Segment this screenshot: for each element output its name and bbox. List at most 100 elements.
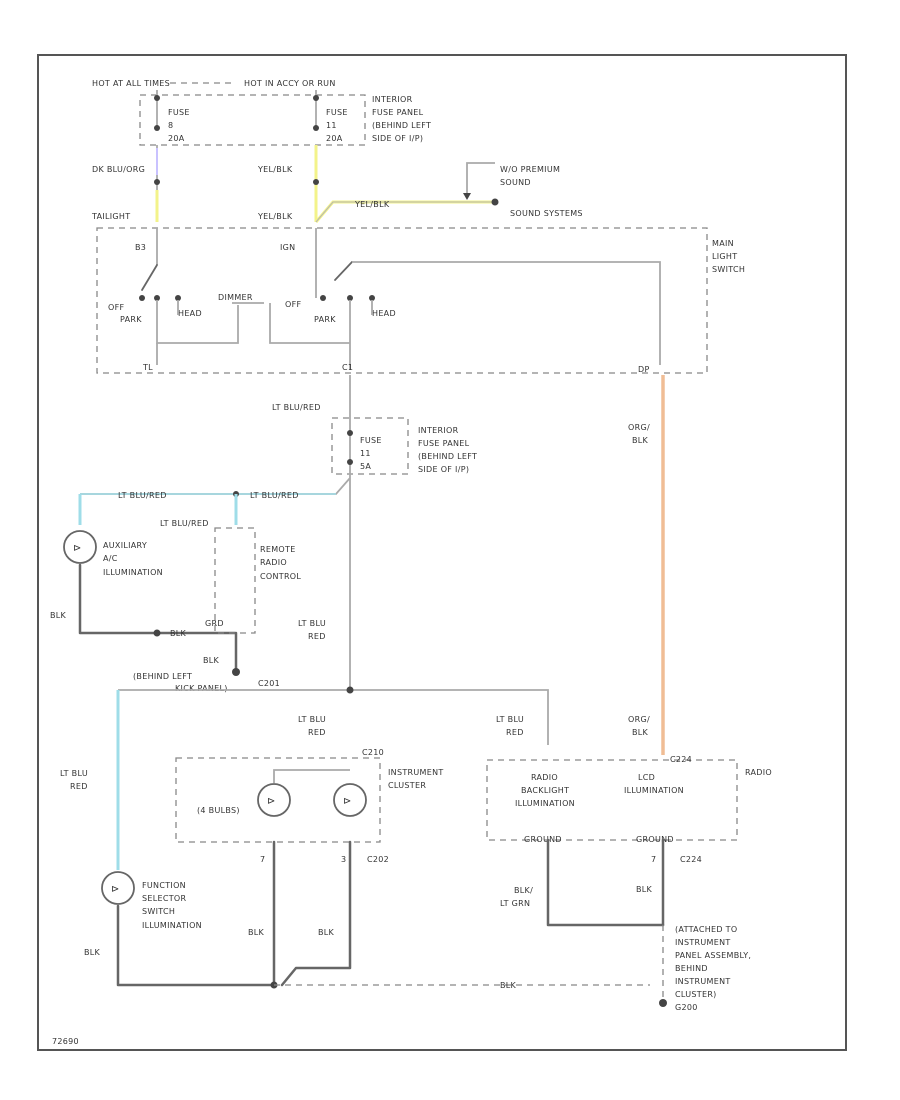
pin-c-label: C1 [342,363,353,372]
fuse-panel-location-1: INTERIOR [372,95,413,104]
cluster-ground-2 [280,840,352,987]
premium-sound-label-1: W/O PREMIUM [500,165,560,174]
blk-lt-grn-label-2: LT GRN [500,899,530,908]
ground-note-7: G200 [675,1003,698,1012]
fuse-8-rating: 20A [168,134,185,143]
blk-label-3: BLK [203,656,220,665]
lt-blu-label-v4: LT BLU [496,715,524,724]
c202-label: C202 [367,855,389,864]
fuse-panel-location-3: (BEHIND LEFT [372,121,431,130]
blk-label-2: BLK [170,629,187,638]
blk-label-4: BLK [248,928,265,937]
org-blk-label-2b: BLK [632,728,649,737]
kick-panel-label: KICK PANEL) [175,684,228,693]
instrument-cluster-box [175,757,381,843]
right-off-contact [320,295,326,301]
right-switch-blade [334,261,353,281]
cluster-label-1: INSTRUMENT [388,768,444,777]
function-ground-wire [116,904,276,987]
dimmer-link [269,303,350,344]
dk-blu-org-splice [154,179,160,185]
fuse-11-number: 11 [326,121,337,130]
auxiliary-label-2: A/C [103,554,118,563]
left-head-contact [175,295,181,301]
fuse-8-label: FUSE [168,108,190,117]
lt-blu-label-v2: LT BLU [298,715,326,724]
blk-label-6: BLK [84,948,101,957]
fuse-8-terminal-2 [154,125,160,131]
c201-splice [346,686,354,694]
ground-note-6: CLUSTER) [675,990,717,999]
fuse-panel-location-2: FUSE PANEL [372,108,424,117]
premium-sound-label-2: SOUND [500,178,531,187]
auxiliary-label-1: AUXILIARY [103,541,147,550]
premium-sound-arrow [463,193,471,200]
left-switch-blade [141,264,158,291]
remote-label-1: REMOTE [260,545,296,554]
b3-label: B3 [135,243,146,252]
fuse-panel-location-2-2: FUSE PANEL [418,439,470,448]
radio-ground-1 [546,838,665,927]
blk-label-5: BLK [318,928,335,937]
fuse-panel-location-2-1: INTERIOR [418,426,459,435]
lt-blu-red-label-1: LT BLU/RED [272,403,321,412]
fuse-11-rating: 20A [326,134,343,143]
function-bulb [101,871,135,905]
off-label-2: OFF [285,300,301,309]
aux-ground-splice [153,629,161,637]
c201-label: C201 [258,679,280,688]
remote-radio-box [214,527,256,634]
ground-note-4: BEHIND [675,964,708,973]
main-light-switch-box [96,227,708,374]
off-label-1: OFF [108,303,124,312]
ign-label: IGN [280,243,295,252]
fuse-panel-box [139,94,366,146]
c210-label: C210 [362,748,384,757]
bulbs-label: (4 BULBS) [197,806,240,815]
lcd-label-2: ILLUMINATION [624,786,684,795]
lcd-label-1: LCD [638,773,655,782]
fuse-panel-location-4: SIDE OF I/P) [372,134,423,143]
auxiliary-bulb-icon: ⊳ [73,543,82,554]
ground-label-2: GROUND [636,835,674,844]
function-label-2: SELECTOR [142,894,187,903]
yel-blk-label-3: YEL/BLK [354,200,390,209]
ground-note-3: PANEL ASSEMBLY, [675,951,751,960]
remote-label-2: RADIO [260,558,287,567]
blk-label-7: BLK [500,981,517,990]
yel-blk-label-2: YEL/BLK [257,212,293,221]
fuse-panel-box-2 [331,417,409,475]
c201-bus [118,689,549,745]
auxiliary-label-3: ILLUMINATION [103,568,163,577]
behind-left-label: (BEHIND LEFT [133,672,192,681]
yel-blk-branch [314,200,495,223]
lt-blu-red-label-3: LT BLU/RED [250,491,299,500]
fuse-low-rating: 5A [360,462,371,471]
fuse-11-terminal [313,95,319,101]
pin-dp-label: DP [638,365,650,374]
lt-blu-red-label-v2: RED [308,728,326,737]
blk-lt-grn-label-1: BLK/ [514,886,533,895]
fuse-11-5a-terminal-2 [347,459,353,465]
fuse-low-number: 11 [360,449,371,458]
switch-name-3: SWITCH [712,265,745,274]
fuse-11-terminal-2 [313,125,319,131]
fuse-panel-location-2-3: (BEHIND LEFT [418,452,477,461]
pin-7-label: 7 [260,855,265,864]
lt-blu-red-label-4: LT BLU/RED [160,519,209,528]
org-blk-label-1a: ORG/ [628,423,650,432]
g200-ground-point [659,999,667,1007]
dimmer-label: DIMMER [218,293,253,302]
right-switch-top-bus [352,261,661,365]
hot-run-label: HOT IN ACCY OR RUN [244,79,336,88]
cluster-bulb-bus [273,769,350,783]
org-blk-label-1b: BLK [632,436,649,445]
radio-backlight-label-1: RADIO [531,773,558,782]
blk-label-8: BLK [636,885,653,894]
function-label-4: ILLUMINATION [142,921,202,930]
fuse-8-terminal [154,95,160,101]
dk-blu-org-label: DK BLU/ORG [92,165,145,174]
function-label-1: FUNCTION [142,881,186,890]
pin-tl-label: TL [142,363,153,372]
